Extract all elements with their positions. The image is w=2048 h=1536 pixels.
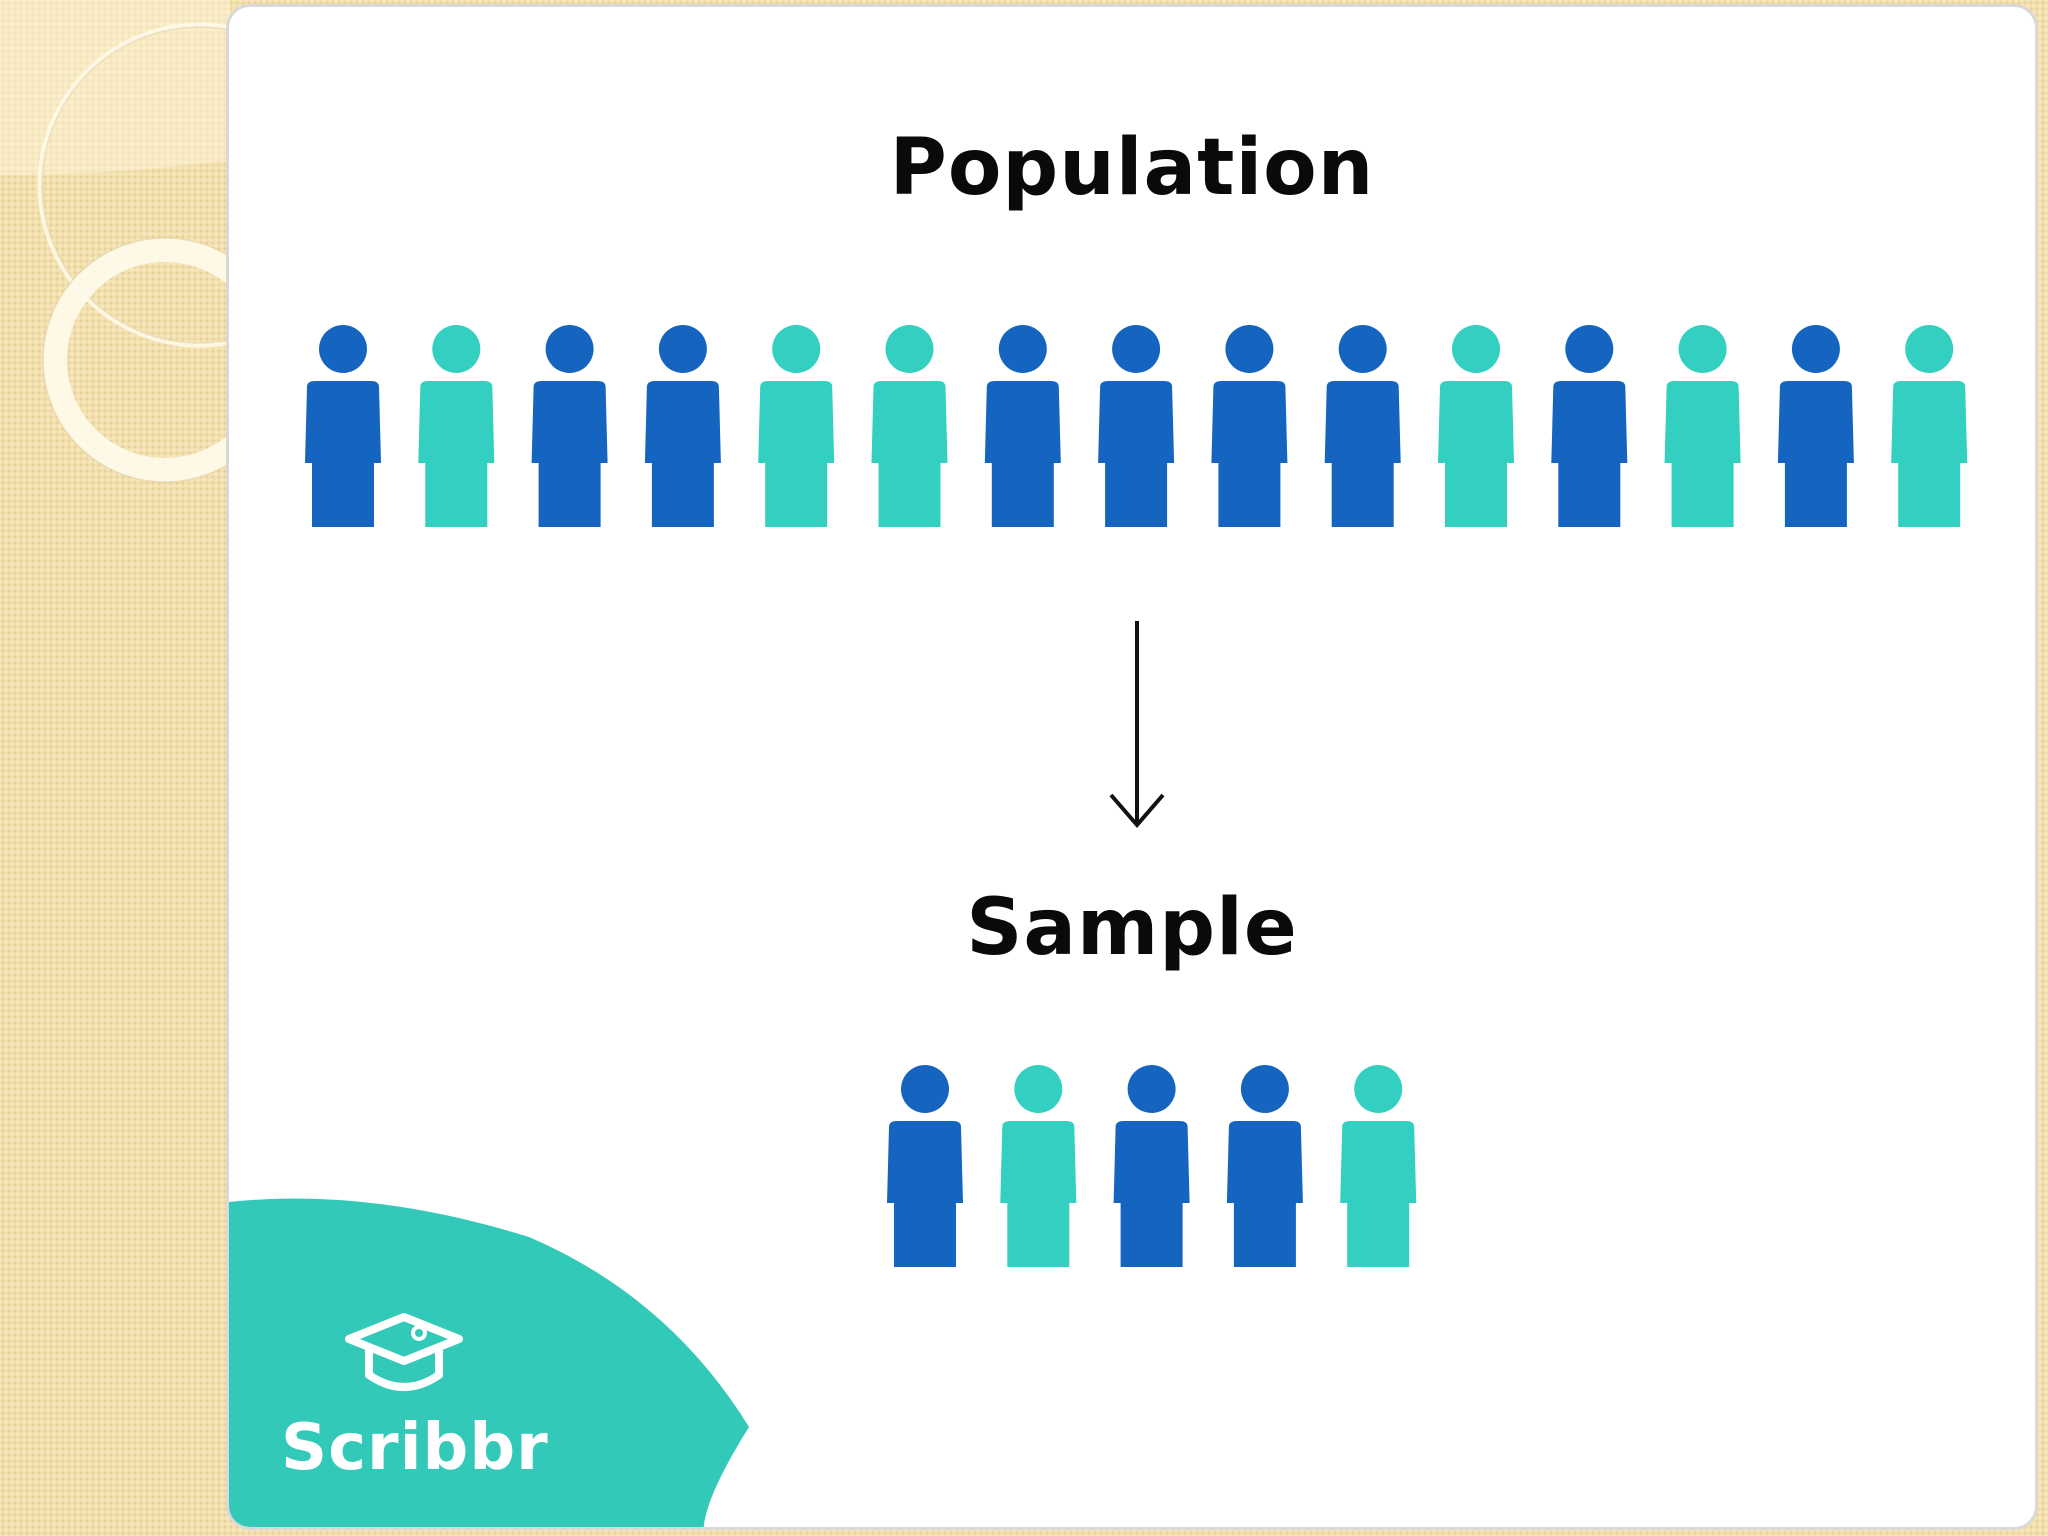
- person-icon: [1098, 325, 1175, 527]
- population-title: Population: [889, 123, 1375, 213]
- graduation-cap-icon: [345, 1313, 463, 1391]
- person-icon: [1551, 325, 1628, 527]
- person-icon: [887, 1065, 963, 1267]
- sample-row: [887, 1065, 1417, 1267]
- person-icon: [531, 325, 608, 527]
- population-row: [305, 325, 1968, 527]
- person-icon: [1340, 1065, 1417, 1267]
- person-icon: [1891, 325, 1968, 527]
- diagram-card: Population Sample Scribbr: [226, 4, 2038, 1530]
- person-icon: [1324, 325, 1401, 527]
- person-icon: [305, 325, 381, 527]
- person-icon: [871, 325, 948, 527]
- person-icon: [984, 325, 1061, 527]
- person-icon: [758, 325, 835, 527]
- person-icon: [1777, 325, 1854, 527]
- person-icon: [1113, 1065, 1190, 1267]
- person-icon: [1211, 325, 1288, 527]
- person-icon: [1438, 325, 1514, 527]
- decorative-rings: [0, 0, 240, 483]
- brand-corner: [229, 1198, 749, 1527]
- down-arrow-icon: [1109, 621, 1165, 829]
- person-icon: [644, 325, 721, 527]
- sample-title: Sample: [966, 883, 1298, 973]
- brand-logo: Scribbr: [281, 1411, 549, 1485]
- person-icon: [1664, 325, 1741, 527]
- person-icon: [1000, 1065, 1077, 1267]
- person-icon: [418, 325, 495, 527]
- person-icon: [1226, 1065, 1303, 1267]
